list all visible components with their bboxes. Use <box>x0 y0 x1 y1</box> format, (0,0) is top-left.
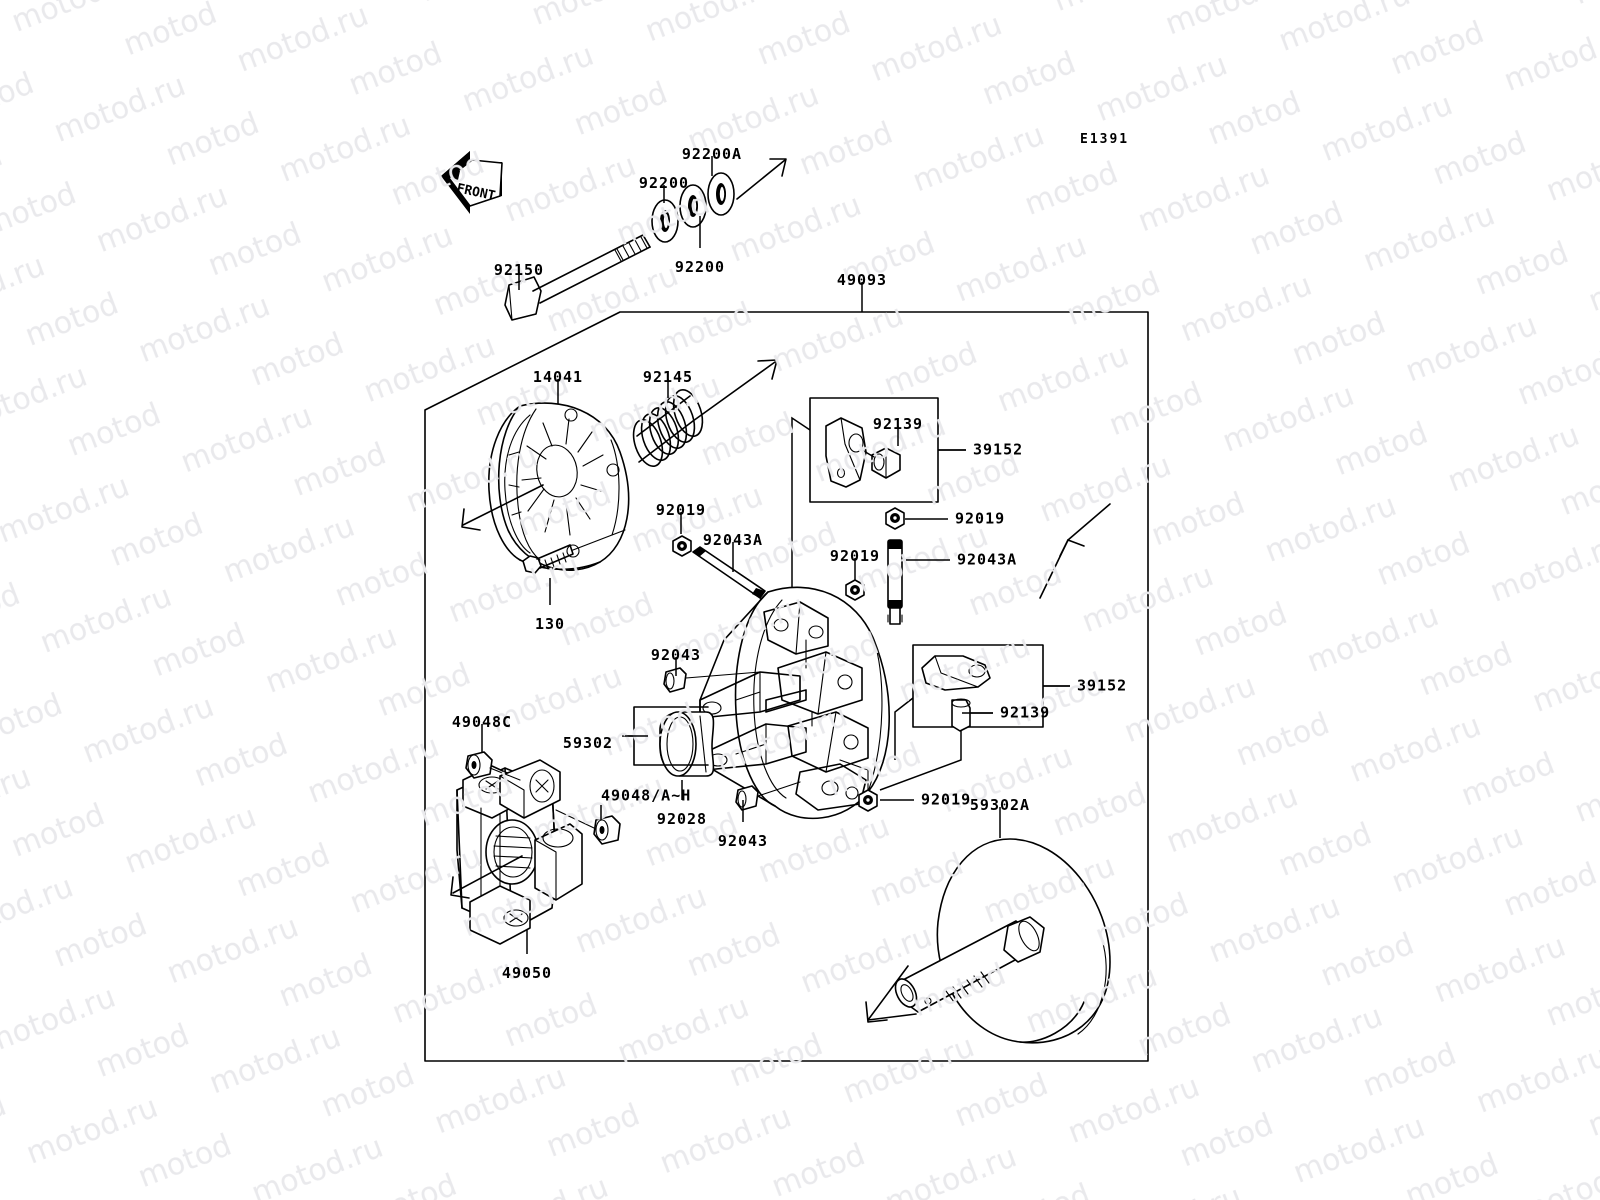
callout-59302a: 59302A <box>969 796 1031 814</box>
callout-39152: 39152 <box>973 440 1024 459</box>
callout-92028: 92028 <box>656 810 708 828</box>
callout-92019: 92019 <box>921 790 972 809</box>
callout-92043a: 92043A <box>957 550 1018 569</box>
callout-14041: 14041 <box>532 368 584 386</box>
callout-92139: 92139 <box>872 415 924 433</box>
callout-49050: 49050 <box>501 964 553 982</box>
callout-92019: 92019 <box>655 501 707 519</box>
callout-92043a: 92043A <box>702 531 764 549</box>
callout-92200: 92200 <box>674 258 726 276</box>
callout-92043: 92043 <box>717 832 769 850</box>
callout-49048-a-h: 49048/A~H <box>601 786 692 805</box>
callout-92200a: 92200A <box>681 145 743 163</box>
callout-92139: 92139 <box>1000 703 1051 722</box>
callout-92019: 92019 <box>829 547 881 565</box>
callout-49093: 49093 <box>836 271 888 289</box>
callout-92150: 92150 <box>493 261 545 279</box>
callout-59302: 59302 <box>562 734 614 752</box>
callout-39152: 39152 <box>1077 676 1128 695</box>
callout-92019: 92019 <box>955 509 1006 528</box>
callout-92145: 92145 <box>642 368 694 386</box>
callout-49048c: 49048C <box>451 713 513 731</box>
callout-130: 130 <box>534 615 566 633</box>
callout-92200: 92200 <box>638 174 690 192</box>
callout-92043: 92043 <box>650 646 702 664</box>
